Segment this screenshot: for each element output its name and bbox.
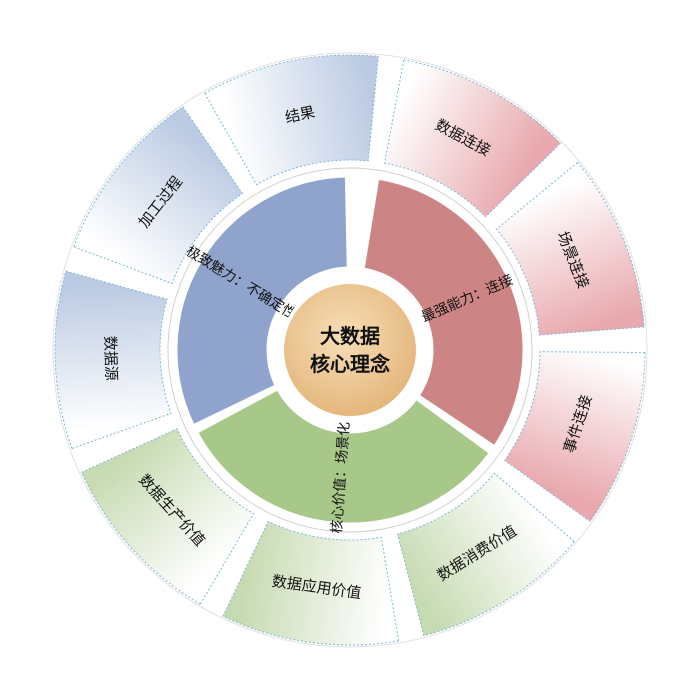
outer-sector-result: 结果 [204,54,379,186]
center-title-line2: 核心理念 [310,352,390,376]
center-circle [280,280,420,420]
inner-sector-shape [361,176,526,449]
inner-sector-label: 核心价值：场景化 [329,421,353,534]
outer-sector-label: 数据源 [101,336,121,382]
outer-sector-shape [396,472,576,637]
outer-sector-shape [222,520,400,646]
outer-sector-shape [503,351,646,523]
outer-sector-shape [495,161,645,336]
outer-sector-shape [80,428,255,605]
inner-sector-capability: 最强能力：连接 [361,176,526,449]
inner-sector-charm: 极致魅力：不确定性 [174,174,350,428]
outer-sector-data-source: 数据源 [54,270,172,450]
outer-sector-shape [54,270,172,450]
inner-sector-value: 核心价值：场景化 [194,386,493,534]
outer-sector-shape [384,59,562,218]
outer-sector-application-value: 数据应用价值 [222,520,400,646]
center-title-line1: 大数据 [320,324,380,348]
outer-sector-event-connection: 事件连接 [503,351,646,523]
outer-sector-consumption-value: 数据消费价值 [396,472,576,637]
outer-sector-shape [73,106,244,285]
center-core: 大数据 核心理念 [280,280,420,420]
inner-sector-shape [174,174,350,428]
inner-sector-shape [194,386,493,526]
outer-sector-shape [204,54,379,186]
outer-sector-scene-connection: 场景连接 [495,161,645,336]
outer-sector-label: 结果 [283,103,316,127]
outer-sector-data-connection: 数据连接 [384,59,562,218]
outer-sector-production-value: 数据生产价值 [80,428,255,605]
outer-sector-processing: 加工过程 [73,106,244,285]
